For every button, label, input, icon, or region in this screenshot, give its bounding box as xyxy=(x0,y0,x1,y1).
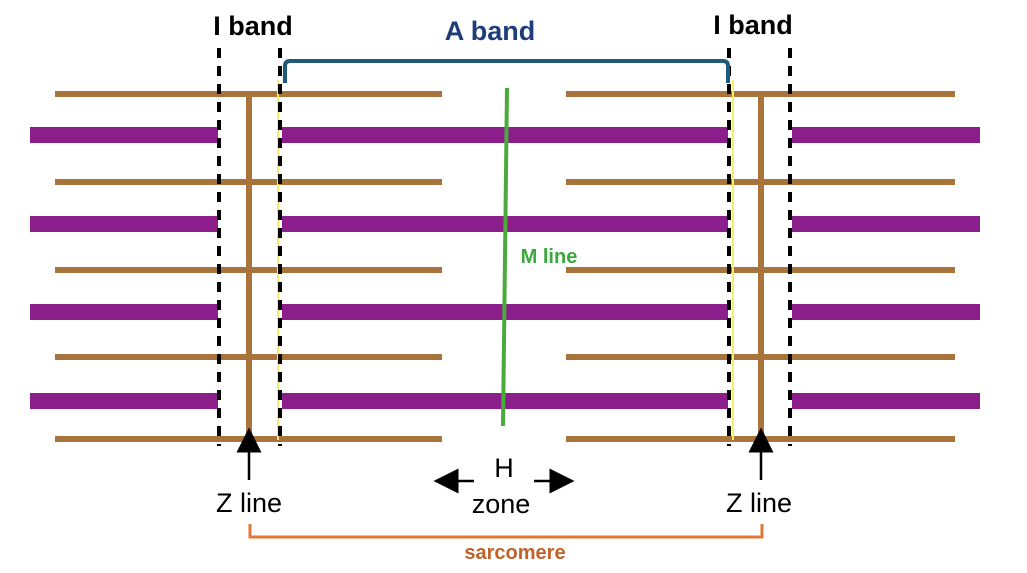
h-zone-label-zone: zone xyxy=(472,489,531,519)
thick-filament xyxy=(30,127,218,143)
m-line-label: M line xyxy=(521,246,578,268)
band-boundaries xyxy=(217,48,792,446)
thick-filament xyxy=(30,216,218,232)
z-discs xyxy=(246,94,764,439)
m-line xyxy=(501,87,509,427)
a-band-label: A band xyxy=(445,16,536,46)
thick-filament xyxy=(792,393,980,409)
sarcomere-bracket xyxy=(248,524,764,539)
z-line-label-right: Z line xyxy=(726,488,792,518)
thick-filament xyxy=(792,216,980,232)
thick-filament xyxy=(792,127,980,143)
sarcomere-label: sarcomere xyxy=(464,542,565,564)
i-band-label-left: I band xyxy=(213,11,293,41)
thick-filament xyxy=(30,304,218,320)
a-band-bracket xyxy=(283,59,730,83)
thick-filaments xyxy=(30,127,980,409)
i-band-label-right: I band xyxy=(713,10,793,40)
thick-filament xyxy=(30,393,218,409)
z-line-label-left: Z line xyxy=(216,488,282,518)
thick-filament xyxy=(792,304,980,320)
h-zone-label-h: H xyxy=(494,453,514,483)
